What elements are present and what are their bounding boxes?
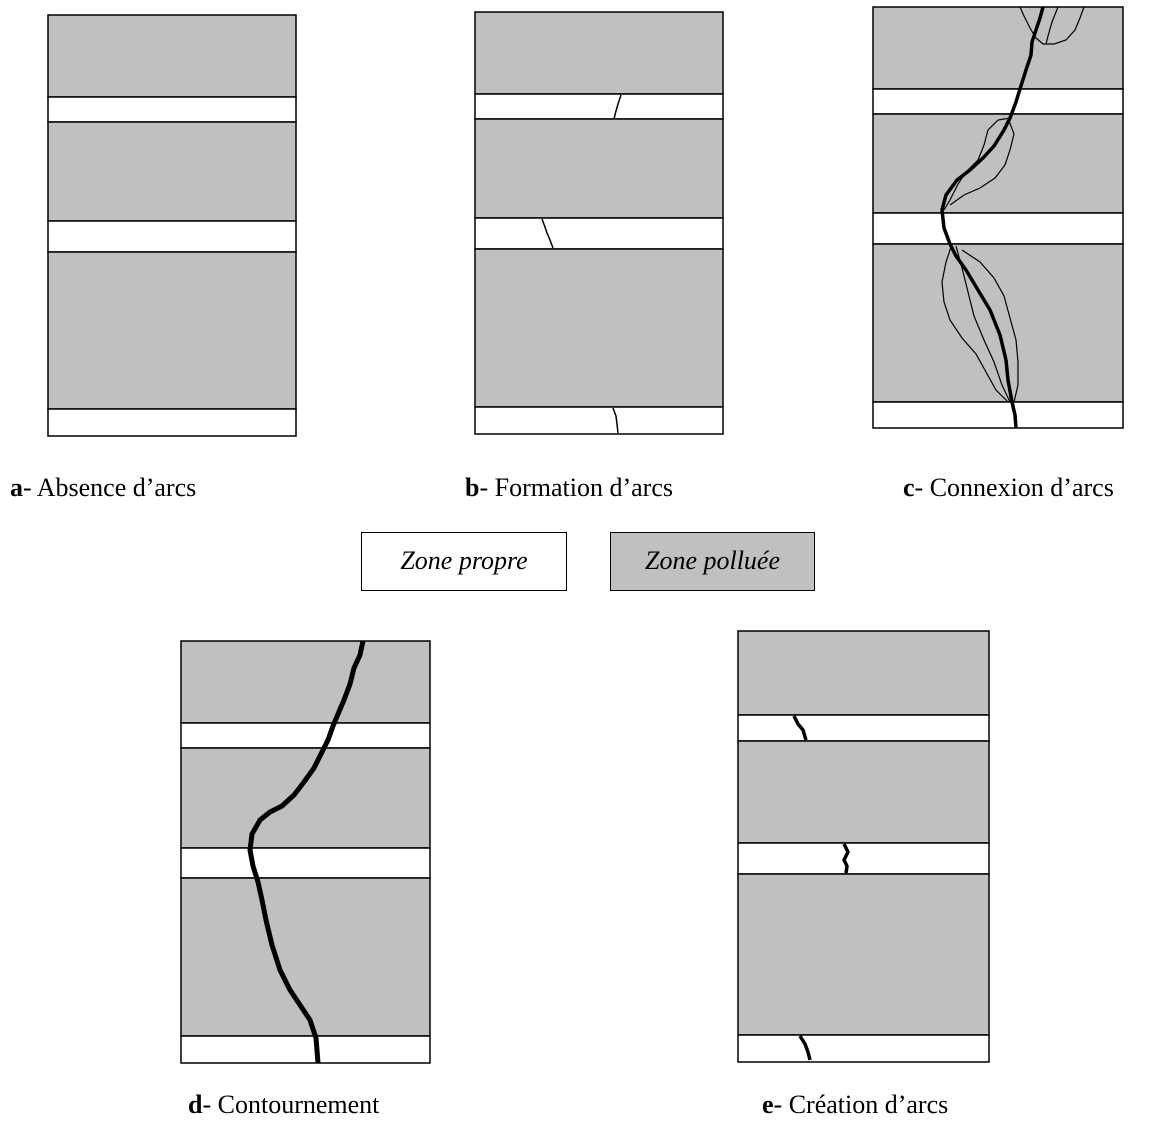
panel-a-insulator — [47, 14, 297, 437]
caption-e-letter: e — [762, 1090, 774, 1119]
panel-c-branch-2 — [1045, 6, 1059, 45]
panel-c-polluted-zone-1 — [872, 6, 1124, 90]
caption-c: c- Connexion d’arcs — [903, 473, 1114, 503]
panel-b-clean-band-1 — [474, 93, 724, 120]
panel-b-arc-1 — [613, 94, 622, 120]
legend-polluted-zone: Zone polluée — [610, 532, 815, 591]
caption-c-letter: c — [903, 473, 915, 502]
panel-c-branch-6 — [955, 245, 1011, 403]
panel-e-arc-3 — [798, 1035, 812, 1061]
panel-c-branch-1 — [1019, 6, 1085, 45]
panel-c-clean-band-1 — [872, 88, 1124, 115]
caption-b-letter: b — [465, 473, 480, 502]
panel-c-main-arc — [940, 6, 1045, 429]
panel-c-clean-band-2 — [872, 212, 1124, 245]
panel-c-polluted-zone-2 — [872, 113, 1124, 214]
panel-a-polluted-zone-3 — [47, 251, 297, 410]
panel-c-clean-band-3 — [872, 401, 1124, 429]
caption-e: e- Création d’arcs — [762, 1090, 948, 1120]
caption-e-text: - Création d’arcs — [773, 1090, 949, 1119]
caption-a-letter: a — [10, 473, 23, 502]
caption-a-text: - Absence d’arcs — [23, 473, 197, 502]
caption-d: d- Contournement — [188, 1090, 379, 1120]
panel-c-branch-5 — [941, 243, 1009, 403]
caption-d-letter: d — [188, 1090, 203, 1119]
panel-b-clean-band-2 — [474, 217, 724, 250]
caption-d-text: - Contournement — [202, 1090, 380, 1119]
caption-b: b- Formation d’arcs — [465, 473, 673, 503]
panel-b-polluted-zone-2 — [474, 118, 724, 219]
panel-d-clean-band-1 — [180, 722, 431, 749]
panel-c-branch-3 — [943, 117, 1011, 211]
panel-a-clean-band-2 — [47, 220, 297, 253]
panel-e-arc-2 — [842, 843, 850, 874]
panel-e-polluted-zone-2 — [737, 740, 990, 844]
panel-e-insulator — [737, 630, 990, 1063]
panel-b-polluted-zone-3 — [474, 248, 724, 408]
panel-c-polluted-zone-3 — [872, 243, 1124, 403]
panel-a-polluted-zone-1 — [47, 14, 297, 98]
panel-c-branch-4 — [949, 117, 1015, 206]
panel-d-polluted-zone-2 — [180, 747, 431, 849]
panel-c-insulator — [872, 6, 1124, 429]
panel-a-clean-band-1 — [47, 96, 297, 123]
panel-b-clean-band-3 — [474, 406, 724, 435]
panel-d-insulator — [180, 640, 431, 1064]
legend-clean-label: Zone propre — [400, 546, 528, 575]
panel-d-polluted-zone-1 — [180, 640, 431, 724]
caption-a: a- Absence d’arcs — [10, 473, 196, 503]
panel-b-insulator — [474, 11, 724, 435]
panel-e-polluted-zone-1 — [737, 630, 990, 716]
legend-clean-zone: Zone propre — [361, 532, 567, 591]
panel-d-flashover-arc — [247, 640, 366, 1064]
panel-a-polluted-zone-2 — [47, 121, 297, 222]
panel-c-branch-7 — [961, 249, 1019, 403]
panel-d-clean-band-2 — [180, 847, 431, 879]
panel-a-clean-band-3 — [47, 408, 297, 437]
legend-polluted-label: Zone polluée — [644, 546, 781, 575]
panel-b-arc-2 — [541, 218, 554, 249]
panel-e-arc-1 — [792, 715, 808, 741]
panel-e-clean-band-2 — [737, 842, 990, 875]
caption-c-text: - Connexion d’arcs — [914, 473, 1114, 502]
panel-d-clean-band-3 — [180, 1035, 431, 1064]
panel-e-polluted-zone-3 — [737, 873, 990, 1036]
panel-e-clean-band-3 — [737, 1034, 990, 1063]
caption-b-text: - Formation d’arcs — [479, 473, 673, 502]
panel-b-arc-3 — [612, 407, 619, 434]
panel-b-polluted-zone-1 — [474, 11, 724, 95]
panel-e-clean-band-1 — [737, 714, 990, 742]
